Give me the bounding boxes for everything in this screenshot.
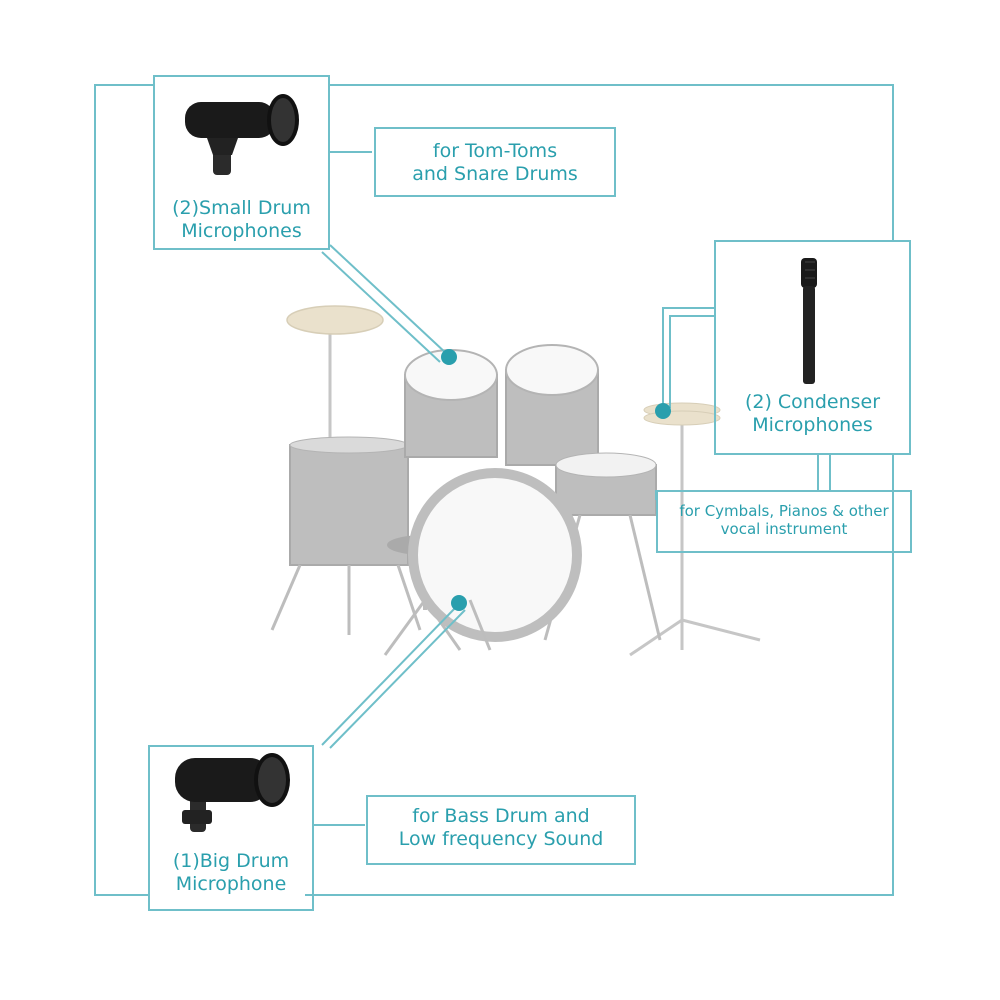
big-mic-label: (1)Big Drum Microphone [172,850,290,895]
floor-tom [270,436,422,635]
tom-use-box [374,127,616,197]
bass-use-box [366,795,636,865]
cymbal-use-box [656,490,912,553]
bass-drum [408,468,582,651]
cymbal-target-dot [655,403,671,419]
pencil-condenser-mic-icon [801,258,817,384]
bass-target-dot [451,595,467,611]
big-mic-box [148,745,314,911]
connector-lines [94,84,894,896]
small-mic-label: (2)Small Drum Microphones [172,197,311,242]
tom-target-dot [441,349,457,365]
bass-use-label: for Bass Drum and Low frequency Sound [398,805,604,850]
crash-cymbal [286,305,384,440]
kick-drum-mic-icon [175,753,290,832]
drum-kit-illustration [270,305,761,657]
dynamic-drum-mic-icon [185,94,299,175]
cymbal-use-label: for Cymbals, Pianos & other vocal instru… [679,502,889,538]
condenser-mic-label: (2) Condenser Microphones [744,391,881,436]
small-mic-box [153,75,330,250]
rack-tom-left [404,349,498,458]
tom-use-label: for Tom-Toms and Snare Drums [412,140,578,185]
rack-tom-right [505,344,599,466]
condenser-mic-box [714,240,911,455]
